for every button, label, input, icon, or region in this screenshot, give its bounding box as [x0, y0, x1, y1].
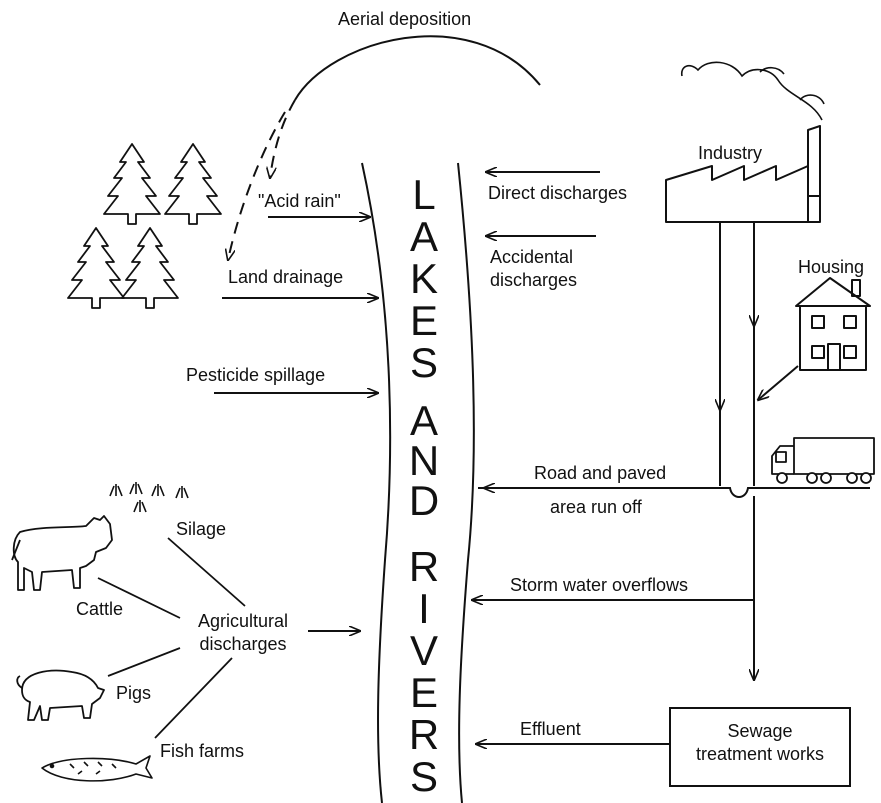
housing-label: Housing	[798, 257, 865, 277]
road-line	[478, 487, 870, 498]
aerial-deposition-label: Aerial deposition	[338, 9, 472, 29]
river-letter: A	[409, 397, 438, 444]
industry-label: Industry	[698, 143, 763, 163]
sewage-line-2: treatment works	[695, 743, 825, 764]
river-letter: D	[408, 477, 440, 524]
fish-icon	[41, 755, 153, 782]
land-drainage-label: Land drainage	[228, 267, 344, 287]
sewage-works-box	[669, 707, 851, 787]
pig-icon	[16, 669, 105, 721]
silage-icon	[109, 482, 189, 513]
river-letter: N	[408, 437, 440, 484]
land-drainage-dashed	[228, 111, 286, 260]
river-letter: E	[409, 297, 438, 344]
river-letter: S	[409, 339, 438, 386]
river-letter: I	[418, 585, 430, 632]
river-left-bank	[361, 162, 392, 803]
cattle-icon	[11, 515, 113, 591]
agri-line-2: discharges	[199, 633, 287, 654]
storm-water-label: Storm water overflows	[510, 575, 689, 595]
house-icon	[795, 277, 871, 371]
effluent-label: Effluent	[520, 719, 581, 739]
sewage-line-1: Sewage	[727, 721, 793, 741]
pesticide-spillage-label: Pesticide spillage	[186, 365, 326, 385]
river-letter: L	[412, 171, 436, 218]
river-letter: S	[409, 753, 438, 800]
accidental-line-1: Accidental	[490, 247, 574, 267]
river-right-bank	[457, 162, 475, 803]
factory-icon	[665, 125, 821, 223]
fish-farms-label: Fish farms	[160, 741, 245, 761]
truck-icon	[771, 437, 875, 484]
housing-arrow	[758, 365, 799, 400]
direct-discharges-label: Direct discharges	[488, 183, 628, 203]
agricultural-discharges-label: Agricultural discharges	[180, 610, 306, 655]
river-letter: V	[409, 627, 438, 674]
pigs-label: Pigs	[116, 683, 152, 703]
aerial-arc	[294, 35, 541, 101]
river-letter: A	[409, 213, 438, 260]
smoke-icon	[680, 61, 825, 121]
tree-icon	[164, 143, 222, 225]
acid-rain-dashed	[270, 99, 296, 178]
agri-line-1: Agricultural	[197, 611, 289, 631]
cattle-label: Cattle	[76, 599, 124, 619]
tree-icon	[103, 143, 161, 225]
river-letter: E	[409, 669, 438, 716]
river-letter: K	[409, 255, 438, 302]
acid-rain-label: "Acid rain"	[258, 191, 341, 211]
accidental-line-2: discharges	[490, 269, 578, 290]
river-letter: R	[408, 711, 440, 758]
river-letter: R	[408, 543, 440, 590]
accidental-discharges-label: Accidental discharges	[490, 246, 577, 291]
tree-icon	[67, 227, 125, 309]
road-label-line-1: Road and paved	[534, 463, 667, 483]
tree-icon	[121, 227, 179, 309]
silage-label: Silage	[176, 519, 227, 539]
sewage-works-label: Sewage treatment works	[670, 720, 850, 765]
road-label-line-2: area run off	[550, 497, 642, 517]
